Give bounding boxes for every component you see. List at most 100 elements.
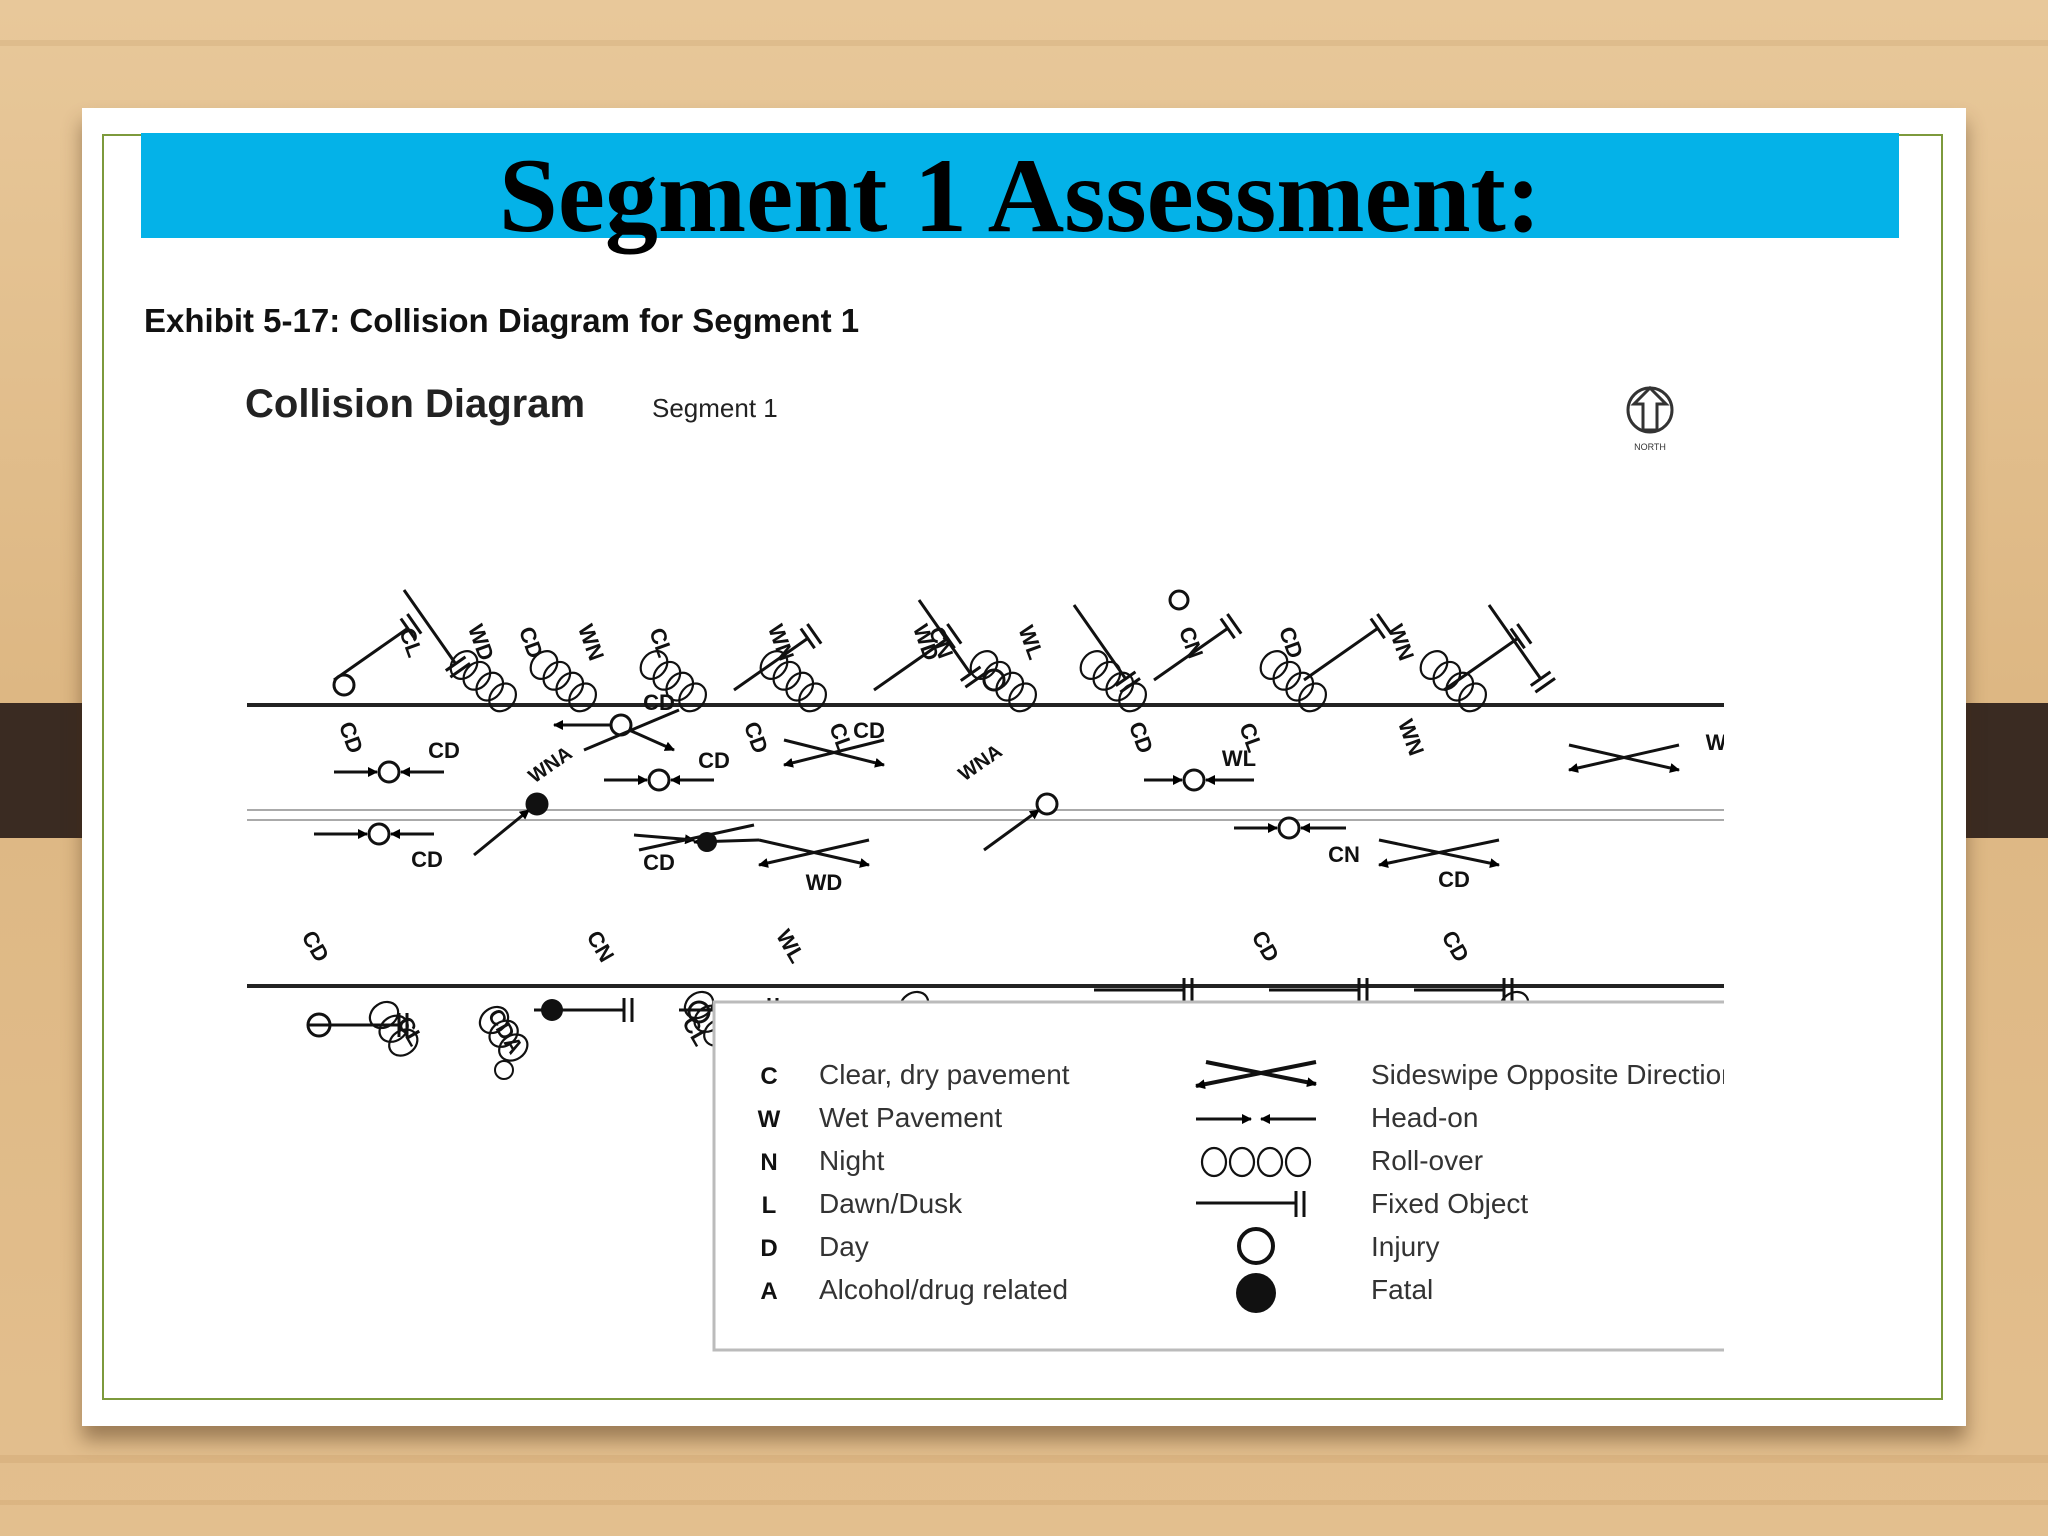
fixed-object-icon: [873, 623, 963, 692]
legend-code: W: [758, 1106, 781, 1133]
sideswipe-icon: [1378, 838, 1500, 869]
mid-label: WD: [806, 870, 843, 895]
top-edge-label: CD: [514, 623, 548, 661]
mid-label: WNA: [525, 742, 577, 787]
mid-label: CD: [853, 718, 885, 743]
roll-over-icon: [449, 650, 518, 713]
top-edge-label: CD: [1124, 718, 1158, 756]
diagram-subtitle: Segment 1: [652, 393, 778, 423]
title-bar: Segment 1 Assessment:: [141, 133, 1899, 254]
mid-label: CD: [1438, 867, 1470, 892]
top-edge-label: CN: [1174, 623, 1208, 661]
legend-condition-label: Alcohol/drug related: [819, 1274, 1068, 1305]
legend-symbol-label: Head-on: [1371, 1102, 1478, 1133]
angle-collision-icon: [473, 792, 549, 857]
fixed-object-icon: [309, 1013, 409, 1037]
mid-label: CD: [698, 748, 730, 773]
sideswipe-icon: [783, 738, 885, 768]
top-edge-label: CL: [644, 624, 678, 660]
top-edge-label: WN: [763, 621, 799, 664]
fixed-object-icon: [1269, 978, 1369, 1002]
legend-symbol-label: Injury: [1371, 1231, 1439, 1262]
head-on-icon: [1234, 816, 1346, 840]
legend-symbol-label: Roll-over: [1371, 1145, 1483, 1176]
bottom-edge-label: CD: [1437, 926, 1475, 966]
mid-label: WL: [1222, 746, 1256, 771]
injury-icon: [332, 673, 356, 697]
fixed-object-icon: [1443, 623, 1533, 692]
roll-over-icon: [1200, 1146, 1312, 1178]
legend-condition-label: Wet Pavement: [819, 1102, 1002, 1133]
injury-icon: [494, 1060, 514, 1080]
head-on-icon: [604, 768, 714, 792]
sideswipe-icon: [758, 838, 870, 868]
bottom-edge-label: WL: [771, 925, 810, 967]
top-edge-label: WN: [573, 621, 609, 664]
roll-over-icon: [478, 1005, 529, 1062]
head-on-icon: [314, 822, 434, 846]
top-edge-label: WN: [1383, 621, 1419, 664]
mid-label: CD: [428, 738, 460, 763]
diagram-title: Collision Diagram: [245, 382, 585, 426]
fixed-object-icon: [1153, 613, 1243, 682]
angle-collision-icon: [983, 792, 1059, 852]
injury-icon: [1237, 1227, 1275, 1265]
fatal-icon: [1236, 1273, 1276, 1313]
roll-over-icon: [639, 650, 708, 713]
roll-over-icon: [529, 650, 598, 713]
legend-box: [712, 1000, 1848, 1352]
legend-condition-label: Dawn/Dusk: [819, 1188, 963, 1219]
top-edge-label: WN: [1393, 716, 1429, 759]
legend-symbol-label: Fatal: [1371, 1274, 1433, 1305]
legend-code: C: [760, 1063, 777, 1090]
legend-code: L: [762, 1192, 777, 1219]
bottom-edge-label: CD: [297, 926, 335, 966]
top-edge-label: CD: [739, 718, 773, 756]
legend-symbol-label: Fixed Object: [1371, 1188, 1528, 1219]
slide-title: Segment 1 Assessment:: [498, 136, 1542, 254]
legend-code: A: [760, 1278, 777, 1305]
head-on-icon: [334, 760, 444, 784]
fixed-object-icon: [1414, 978, 1514, 1002]
head-on-icon: [1144, 768, 1254, 792]
fixed-object-icon: [333, 613, 423, 682]
fixed-object-icon: [917, 599, 986, 689]
roll-over-icon: [1419, 650, 1488, 713]
injury-icon: [306, 1012, 332, 1038]
top-edge-symbols: [332, 589, 1556, 713]
mid-label: WNA: [955, 740, 1007, 785]
fixed-object-icon: [1094, 978, 1194, 1002]
top-edge-label: WL: [1013, 622, 1048, 663]
injury-icon: [982, 668, 1006, 692]
injury-icon: [1168, 589, 1190, 611]
slide: Segment 1 Assessment: Exhibit 5-17: Coll…: [82, 108, 1966, 1426]
legend-code: D: [760, 1235, 777, 1262]
injury-icon: [687, 1000, 711, 1024]
sideswipe-icon: [1195, 1060, 1317, 1090]
bottom-edge-label: CD: [1247, 926, 1285, 966]
bottom-edge-label: CN: [582, 926, 620, 966]
fixed-object-icon: [1487, 604, 1556, 694]
mid-label: CD: [643, 690, 675, 715]
legend-condition-label: Clear, dry pavement: [819, 1059, 1070, 1090]
mid-road-collisions: CD WNA CD CD CD WNA WL WN CD CD WD CN CD: [314, 690, 1742, 895]
fixed-object-icon: [402, 589, 471, 679]
exhibit-image: Exhibit 5-17: Collision Diagram for Segm…: [134, 290, 1848, 1365]
fixed-object-icon: [733, 623, 823, 692]
collision-diagram: Exhibit 5-17: Collision Diagram for Segm…: [144, 302, 1848, 1352]
legend-code: N: [760, 1149, 777, 1176]
fixed-object-icon: [1303, 613, 1393, 682]
north-label: NORTH: [1634, 442, 1666, 452]
legend-condition-label: Day: [819, 1231, 869, 1262]
legend-symbol-label: Sideswipe Opposite Direction: [1371, 1059, 1724, 1090]
mid-label: CN: [1328, 842, 1360, 867]
mid-label: CD: [411, 847, 443, 872]
top-edge-label: CL: [394, 624, 428, 660]
top-edge-label: CD: [334, 718, 368, 756]
legend-condition-label: Night: [819, 1145, 885, 1176]
sideswipe-icon: [1568, 743, 1680, 773]
top-edge-label: WD: [463, 621, 499, 664]
exhibit-caption: Exhibit 5-17: Collision Diagram for Segm…: [144, 302, 859, 339]
fixed-object-icon: [1072, 604, 1141, 694]
